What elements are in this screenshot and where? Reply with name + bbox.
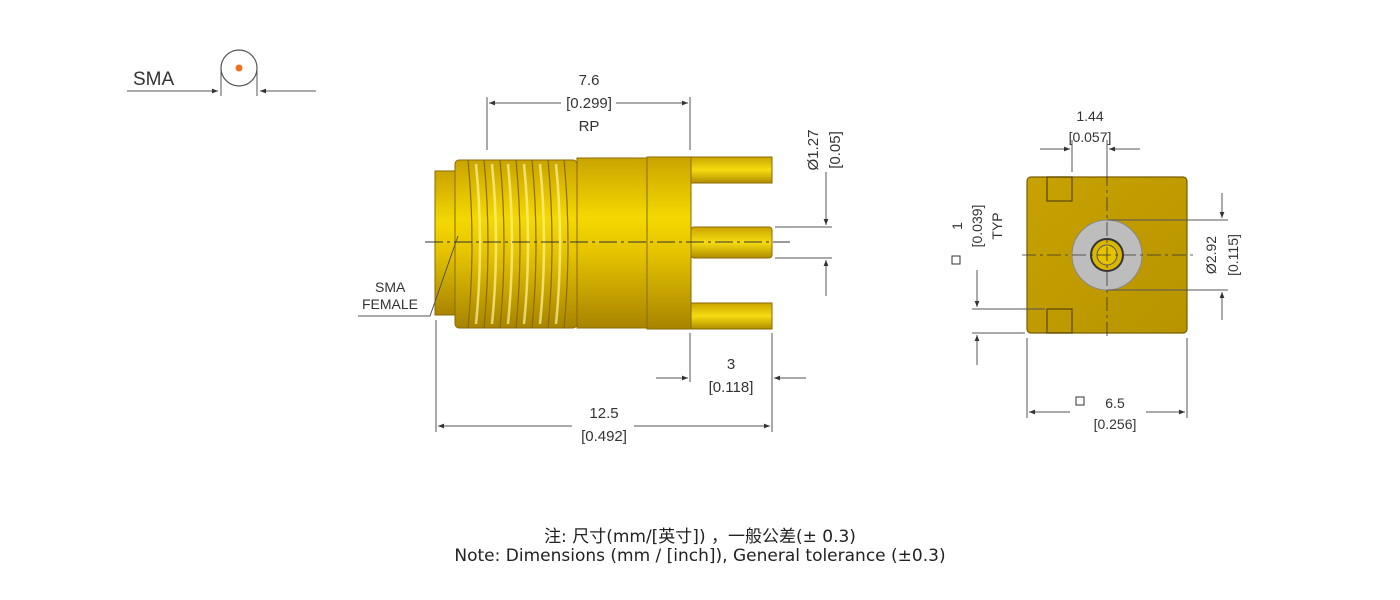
thread-dim-inch: [0.299] bbox=[566, 95, 612, 112]
connector-body bbox=[576, 157, 650, 329]
legsq-value: 1 bbox=[949, 222, 965, 230]
connector-flange bbox=[646, 156, 692, 330]
legsq-inch: [0.039] bbox=[969, 205, 985, 248]
body-value: 6.5 bbox=[1105, 395, 1125, 411]
thread-dim-note: RP bbox=[579, 118, 600, 135]
sma-female-label-2: FEMALE bbox=[362, 296, 418, 312]
leg-top-left bbox=[1046, 176, 1073, 202]
pinlen-inch: [0.118] bbox=[709, 379, 754, 396]
sock-dia-value: Ø2.92 bbox=[1203, 236, 1219, 274]
overall-value: 12.5 bbox=[589, 405, 618, 422]
thread-ridges bbox=[467, 159, 569, 329]
note-chinese: 注: 尺寸(mm/[英寸]) ，一般公差(± 0.3) bbox=[544, 527, 856, 547]
note-english: Note: Dimensions (mm / [inch]), General … bbox=[454, 546, 946, 566]
thread-dim-value: 7.6 bbox=[579, 72, 600, 89]
overall-inch: [0.492] bbox=[581, 428, 627, 445]
sock-dia-inch: [0.115] bbox=[1225, 234, 1241, 276]
leg-bottom-left bbox=[1046, 308, 1073, 334]
upper-leg bbox=[690, 156, 773, 184]
legsq-square-symbol bbox=[951, 255, 961, 265]
sma-symbol-center-dot bbox=[235, 64, 243, 72]
body-square-symbol bbox=[1075, 396, 1085, 406]
thread-highlights bbox=[474, 163, 562, 325]
sma-symbol: SMA bbox=[127, 49, 316, 96]
legw-value: 1.44 bbox=[1076, 108, 1103, 124]
pin-dia-inch: [0.05] bbox=[827, 131, 844, 169]
body-inch: [0.256] bbox=[1094, 416, 1137, 432]
side-view: SMA FEMALE 7.6 [0.299] RP Ø1.27 [0.05] 3… bbox=[358, 72, 844, 445]
sma-female-leader bbox=[358, 235, 459, 317]
sma-female-label-1: SMA bbox=[375, 279, 406, 295]
sma-symbol-label: SMA bbox=[133, 69, 175, 90]
pin-dia-value: Ø1.27 bbox=[805, 130, 822, 171]
lower-leg bbox=[690, 302, 773, 330]
pinlen-value: 3 bbox=[727, 356, 735, 373]
legsq-note: TYP bbox=[989, 212, 1005, 239]
front-view: 1.44 [0.057] Ø2.92 [0.115] 1 [0.039] TYP bbox=[949, 108, 1241, 432]
legw-inch: [0.057] bbox=[1069, 129, 1112, 145]
